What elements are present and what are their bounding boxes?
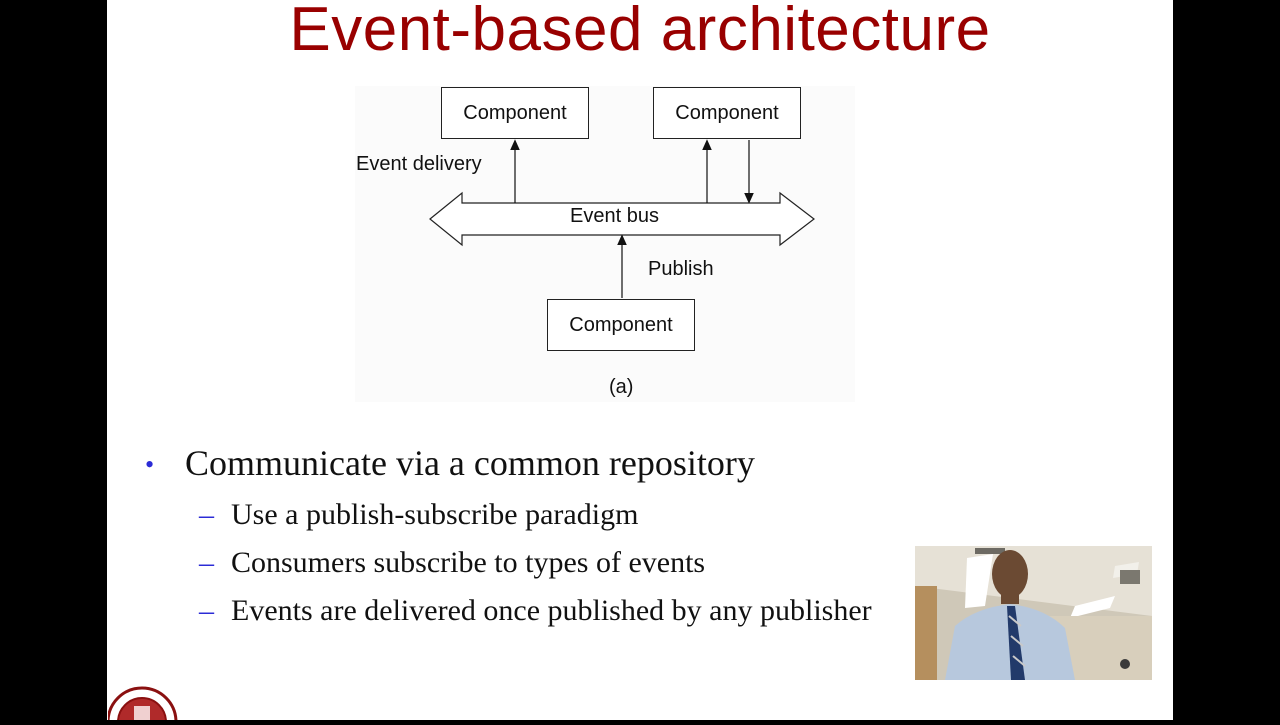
- sub-bullet-marker: –: [199, 498, 214, 531]
- bullet-text: Communicate via a common repository: [185, 443, 755, 483]
- sub-bullet-text: Consumers subscribe to types of events: [231, 546, 706, 579]
- sub-bullet-marker: –: [199, 546, 214, 579]
- presenter-webcam: [915, 546, 1152, 680]
- seal-graphic: [106, 686, 178, 725]
- sub-bullet-marker: –: [199, 594, 214, 627]
- component-bottom: Component: [547, 299, 695, 351]
- component-top-left: Component: [441, 87, 589, 139]
- slide-title: Event-based architecture: [289, 0, 991, 64]
- event-bus-arrow: [429, 191, 815, 247]
- slide: Event-based architecture Component Compo…: [107, 0, 1173, 720]
- event-delivery-label: Event delivery: [356, 153, 482, 175]
- diagram-connectors: [429, 139, 815, 298]
- event-bus-diagram: Component Component Component Event deli…: [355, 86, 855, 402]
- bullet-marker: •: [145, 450, 155, 479]
- publish-label: Publish: [648, 258, 714, 280]
- sub-bullet-text: Use a publish-subscribe paradigm: [231, 498, 639, 531]
- sub-bullet-text: Events are delivered once published by a…: [231, 594, 872, 627]
- webcam-scene: [915, 546, 1152, 680]
- figure-caption: (a): [609, 376, 634, 398]
- event-bus-label: Event bus: [570, 205, 659, 227]
- university-seal-icon: [106, 686, 180, 725]
- component-top-right: Component: [653, 87, 801, 139]
